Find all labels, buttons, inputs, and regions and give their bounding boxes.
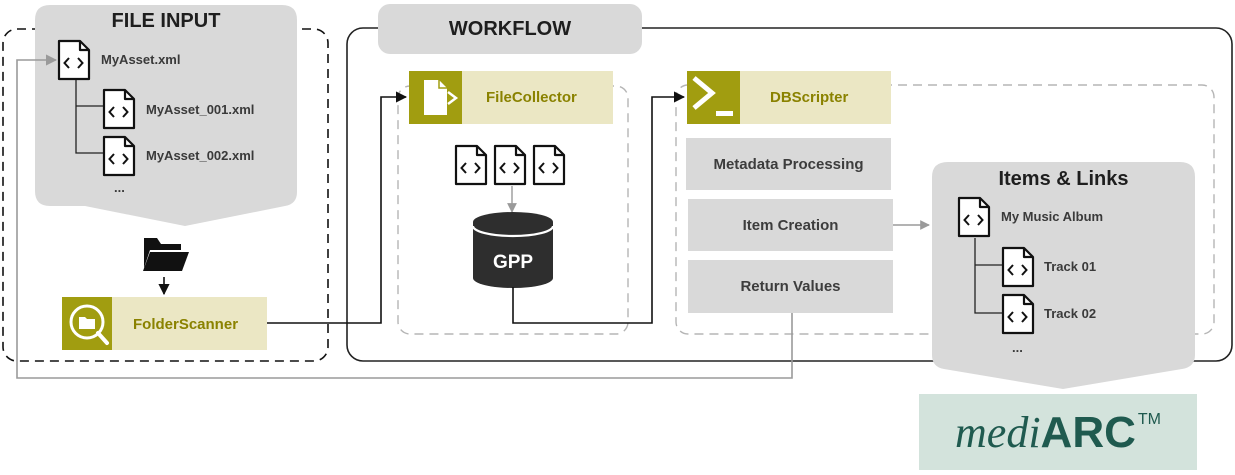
return-values-arrow <box>16 54 793 379</box>
root-file-name: MyAsset.xml <box>101 52 181 67</box>
xml-file-icon <box>1001 246 1035 288</box>
items-links-title: Items & Links <box>998 168 1129 190</box>
xml-file-icon <box>493 144 527 186</box>
file-input-title: FILE INPUT <box>111 10 221 32</box>
db-to-scripter-arrow <box>512 91 686 324</box>
database-icon <box>471 212 555 288</box>
file-arrow-icon <box>424 80 459 115</box>
db-scripter-group <box>675 84 1215 335</box>
xml-file-icon <box>532 144 566 186</box>
step-item-creation: Item Creation <box>688 199 893 251</box>
xml-file-icon <box>102 88 136 130</box>
child-item-name: Track 01 <box>1044 259 1097 274</box>
items-links-panel <box>932 162 1195 389</box>
xml-file-icon <box>1001 293 1035 335</box>
scanner-to-collector-arrow <box>267 91 408 324</box>
step-metadata-processing: Metadata Processing <box>686 138 891 190</box>
more-items: ... <box>1012 340 1023 355</box>
file-collector-group <box>397 85 629 335</box>
workflow-title: WORKFLOW <box>448 18 572 40</box>
child-item-name: Track 02 <box>1044 306 1097 321</box>
folder-icon <box>143 238 189 271</box>
file-collector-label: FileCollector <box>486 89 577 106</box>
xml-file-icon <box>454 144 488 186</box>
folder-scanner-label: FolderScanner <box>133 316 239 333</box>
root-item-name: My Music Album <box>1001 209 1104 224</box>
xml-file-icon <box>102 135 136 177</box>
item-tree-lines <box>974 238 1002 314</box>
workflow-frame <box>346 27 1233 362</box>
file-tree-lines <box>75 80 103 154</box>
child-file-name: MyAsset_002.xml <box>146 148 255 163</box>
folder-search-icon <box>69 304 109 345</box>
xml-file-icon <box>57 39 91 81</box>
xml-file-icon <box>957 196 991 238</box>
terminal-icon <box>692 76 733 116</box>
step-return-values: Return Values <box>688 260 893 313</box>
more-files: ... <box>114 180 125 195</box>
database-label: GPP <box>492 252 534 273</box>
file-input-frame <box>2 28 329 362</box>
child-file-name: MyAsset_001.xml <box>146 102 255 117</box>
file-input-panel <box>35 5 297 226</box>
db-scripter-label: DBScripter <box>770 89 849 106</box>
workflow-title-tab <box>378 4 642 54</box>
